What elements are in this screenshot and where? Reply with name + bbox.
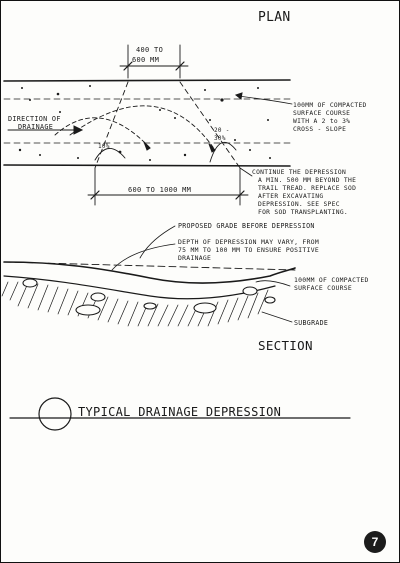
note-continue-3: TRAIL TREAD. REPLACE SOD	[258, 185, 356, 192]
dim-top-label-1: 400 TO	[136, 46, 163, 54]
leader-subgrade	[261, 311, 293, 323]
flow-arc-1	[54, 117, 151, 149]
note-surface-course-1: 100MM OF COMPACTED	[293, 102, 367, 109]
flow-arc-2	[69, 105, 216, 151]
dim-bottom-tick-right	[235, 190, 245, 200]
dim-top-tick-left	[123, 61, 133, 71]
note-subgrade: SUBGRADE	[294, 319, 328, 327]
slope-arc-left	[94, 148, 126, 161]
leader-arrow-surface	[234, 92, 243, 100]
page-number-badge: 7	[364, 531, 386, 553]
direction-label-1: DIRECTION OF	[8, 115, 61, 123]
plan-title: PLAN	[258, 10, 291, 25]
figure-title: TYPICAL DRAINAGE DEPRESSION	[78, 405, 281, 419]
section-surface-top	[3, 261, 296, 284]
note-surface-course-4: CROSS - SLOPE	[293, 126, 346, 133]
note-surface-course-3: WITH A 2 to 3%	[293, 118, 350, 125]
note-depth-3: DRAINAGE	[178, 254, 211, 262]
section-surface-bottom	[3, 275, 276, 300]
note-depth-1: DEPTH OF DEPRESSION MAY VARY, FROM	[178, 238, 319, 246]
plan-trail-edge-top	[3, 79, 291, 82]
depression-taper-left	[94, 81, 129, 169]
direction-arrowhead	[73, 125, 84, 135]
note-continue-5: DEPRESSION. SEE SPEC	[258, 201, 340, 208]
flow-arrowhead-2	[208, 143, 216, 153]
dim-bottom-label: 600 TO 1000 MM	[128, 186, 191, 194]
leader-continue	[239, 167, 253, 177]
title-circle-icon	[38, 397, 72, 431]
note-continue-4: AFTER EXCAVATING	[258, 193, 323, 200]
note-depth-2: 75 MM TO 100 MM TO ENSURE POSITIVE	[178, 246, 319, 254]
plan-trail-edge-bottom	[3, 164, 291, 167]
note-continue-6: FOR SOD TRANSPLANTING.	[258, 209, 348, 216]
slope-arc-right	[209, 141, 237, 163]
slope-left-label: 10%	[98, 143, 110, 150]
leader-surface-course	[237, 95, 293, 105]
note-continue-1: CONTINUE THE DEPRESSION	[252, 169, 346, 176]
plan-gravel-stipple	[18, 85, 271, 161]
slope-right-label-2: 30%	[214, 135, 226, 142]
flow-arrowhead-1	[143, 141, 151, 151]
depression-taper-right	[179, 81, 241, 169]
note-continue-2: A MIN. 500 MM BEYOND THE	[258, 177, 356, 184]
note-section-surface-1: 100MM OF COMPACTED	[294, 276, 369, 284]
section-stones	[22, 278, 276, 316]
subgrade-hatch	[1, 281, 269, 327]
note-proposed-grade: PROPOSED GRADE BEFORE DEPRESSION	[178, 222, 315, 230]
leader-depth	[111, 243, 176, 271]
note-surface-course-2: SURFACE COURSE	[293, 110, 350, 117]
dim-top-label-2: 600 MM	[132, 56, 159, 64]
leader-proposed-grade	[139, 225, 176, 259]
note-section-surface-2: SURFACE COURSE	[294, 284, 352, 292]
section-title: SECTION	[258, 338, 313, 353]
dim-top-tick-right	[175, 61, 185, 71]
slope-right-label-1: 20 -	[214, 127, 230, 134]
direction-label-2: DRAINAGE	[18, 123, 53, 131]
dim-bottom-tick-left	[90, 190, 100, 200]
leader-section-surface	[255, 280, 291, 287]
